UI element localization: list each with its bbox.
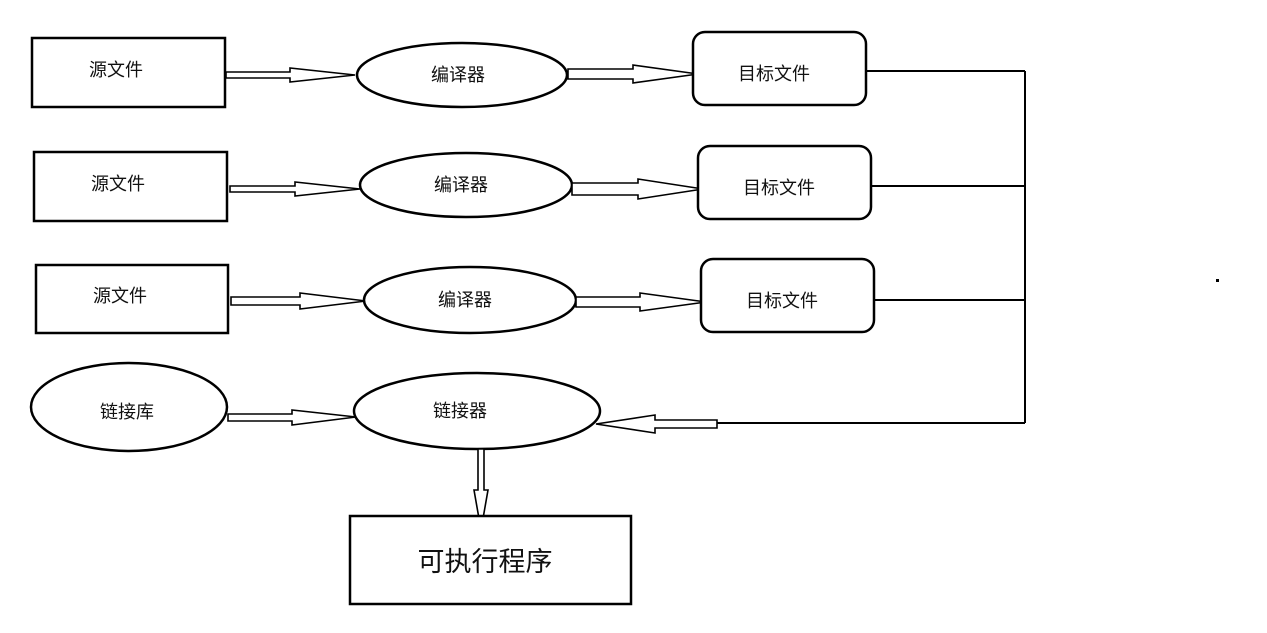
source-file-label-3: 源文件 xyxy=(93,286,147,307)
object-file-box-1 xyxy=(691,30,868,107)
object-file-box-3 xyxy=(699,257,876,334)
arrow-compiler-to-object-1 xyxy=(567,64,699,84)
object-file-label-3: 目标文件 xyxy=(746,291,818,312)
executable-box xyxy=(348,514,633,606)
source-file-label-1: 源文件 xyxy=(89,60,143,81)
executable-label: 可执行程序 xyxy=(418,547,553,578)
source-file-box-2 xyxy=(32,150,229,223)
object-file-label-1: 目标文件 xyxy=(738,64,810,85)
arrow-source-to-compiler-2 xyxy=(229,181,361,197)
compiler-label-1: 编译器 xyxy=(431,65,485,86)
linker-ellipse xyxy=(352,371,602,451)
compiler-ellipse-1 xyxy=(355,41,569,109)
arrow-library-to-linker xyxy=(227,409,357,426)
arrow-compiler-to-object-2 xyxy=(571,178,704,200)
library-label: 链接库 xyxy=(100,402,154,423)
compiler-label-3: 编译器 xyxy=(438,290,492,311)
arrow-objects-to-linker xyxy=(595,414,718,434)
arrow-source-to-compiler-3 xyxy=(230,292,367,310)
stray-dot-mark xyxy=(1216,279,1219,282)
arrow-linker-to-executable xyxy=(473,448,489,531)
source-file-box-3 xyxy=(34,263,230,335)
library-ellipse xyxy=(29,361,229,453)
arrow-source-to-compiler-1 xyxy=(225,67,356,83)
source-file-label-2: 源文件 xyxy=(91,174,145,195)
object-file-label-2: 目标文件 xyxy=(743,178,815,199)
source-file-box-1 xyxy=(30,36,227,109)
compiler-label-2: 编译器 xyxy=(434,175,488,196)
arrow-compiler-to-object-3 xyxy=(575,292,707,312)
linker-label: 链接器 xyxy=(433,401,487,422)
object-file-box-2 xyxy=(696,144,873,221)
